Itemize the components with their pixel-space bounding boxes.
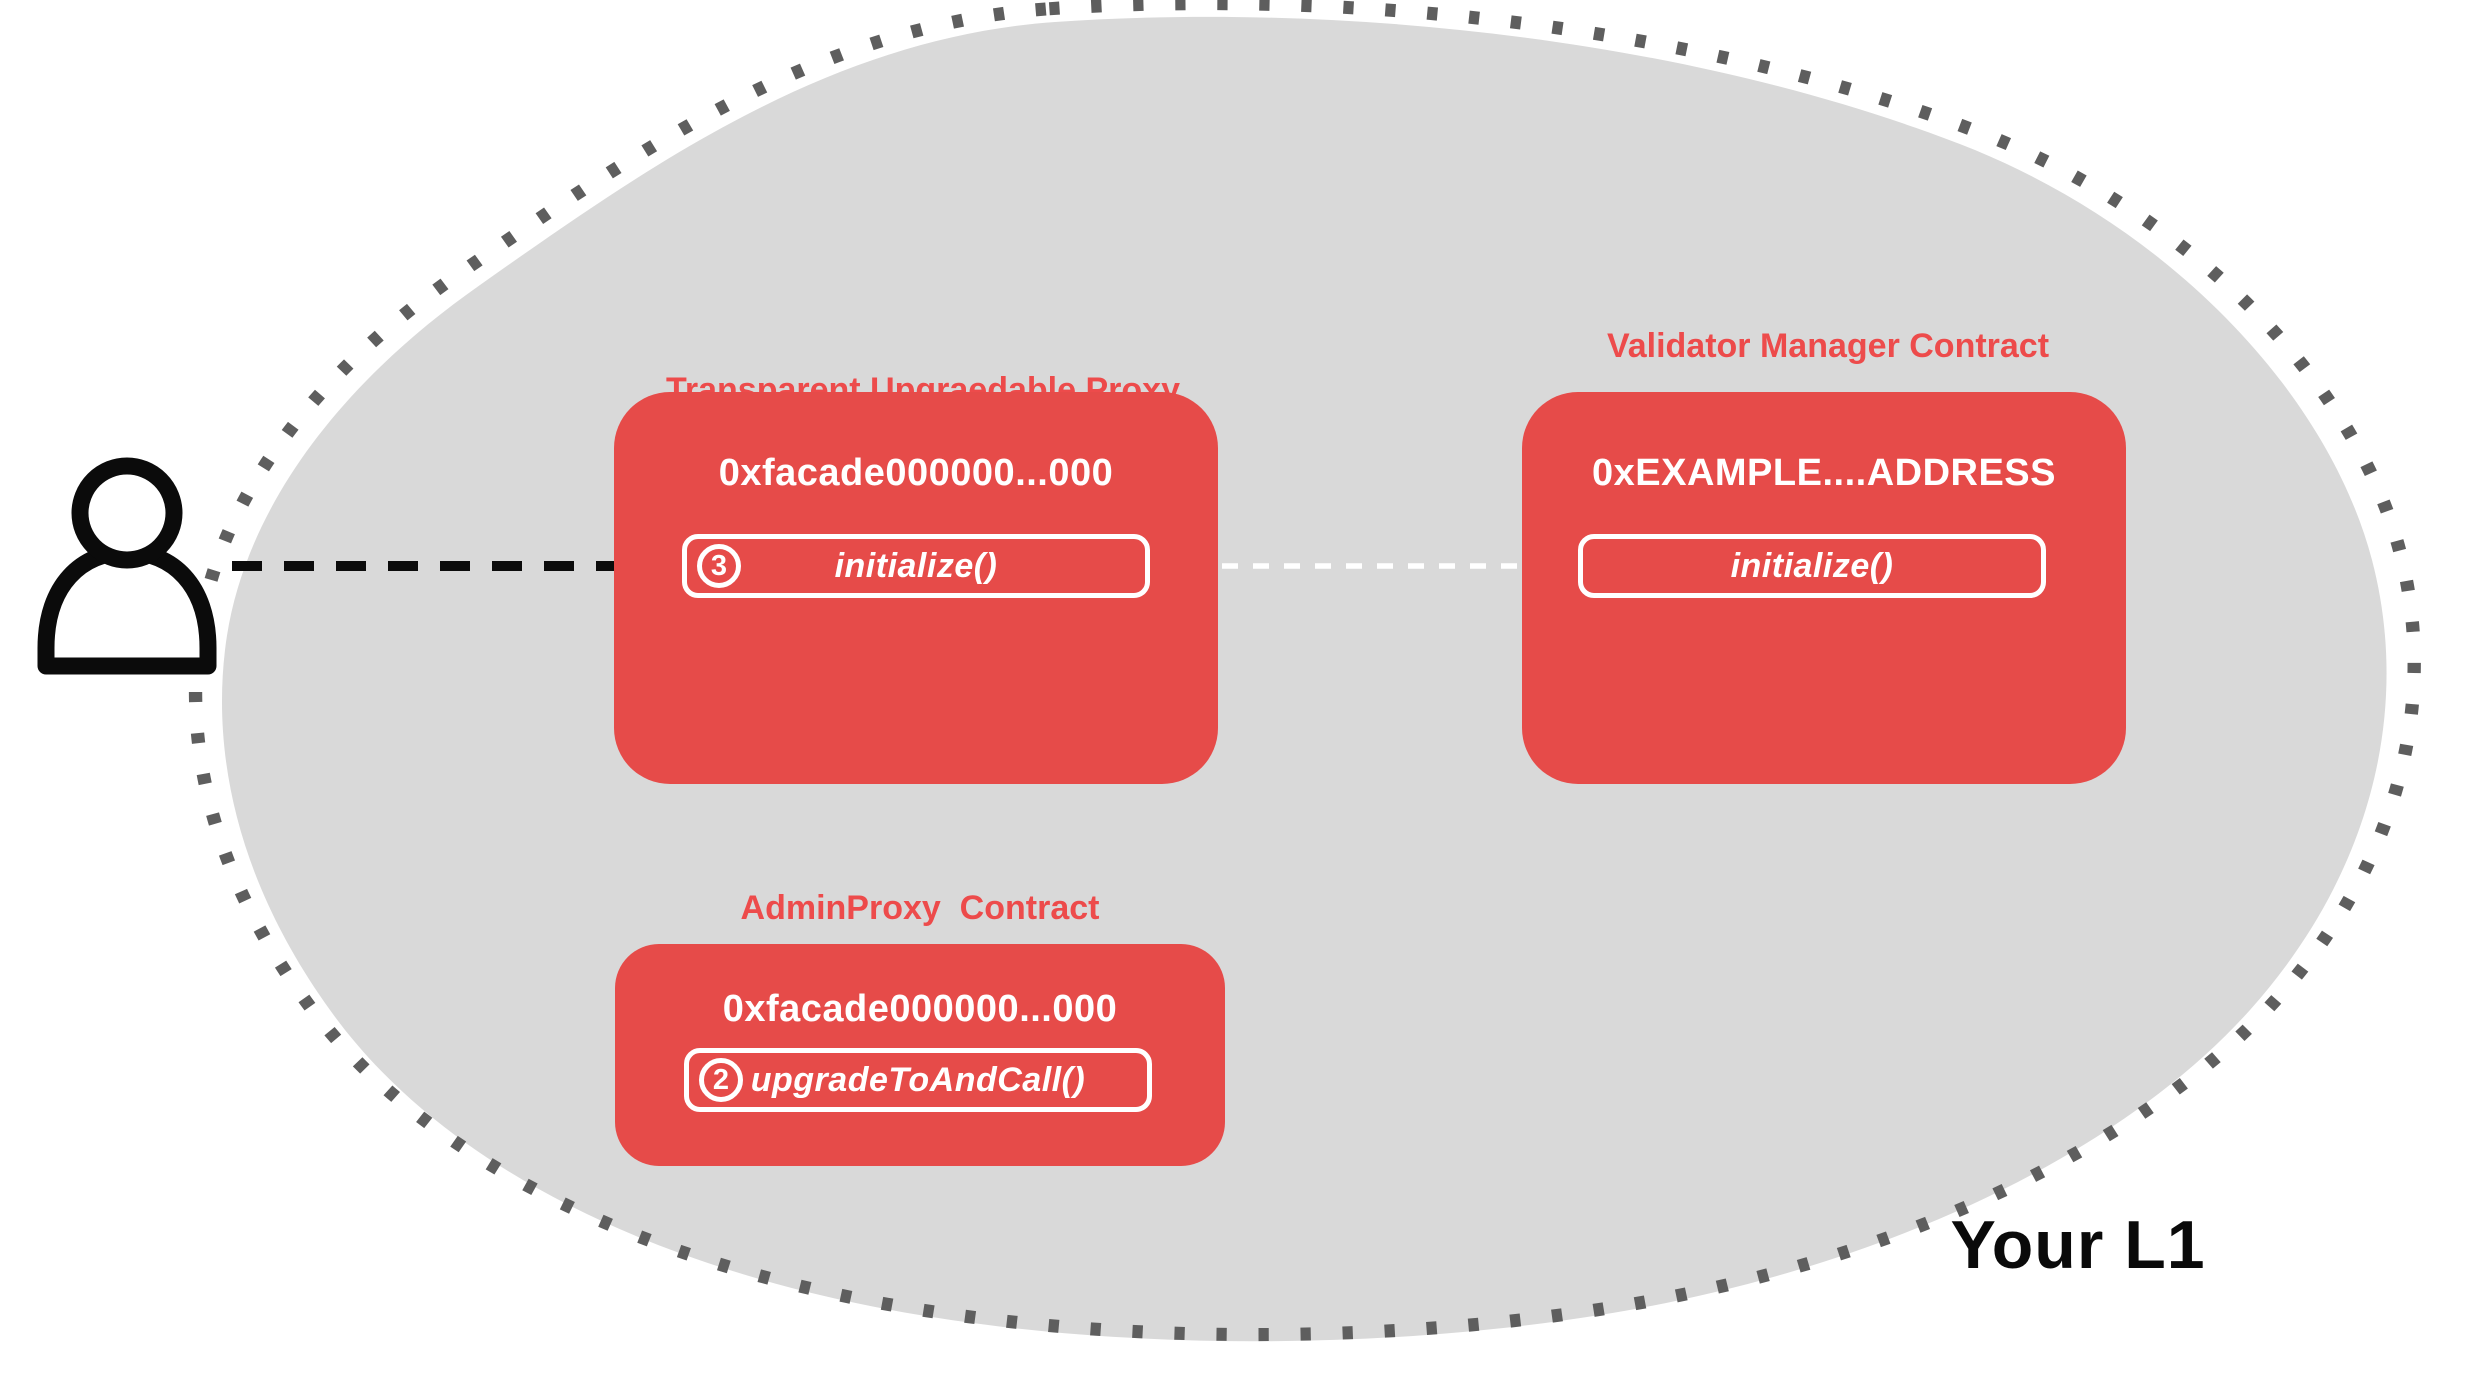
user-body-shape	[37, 543, 217, 675]
step-3-badge: 3	[697, 544, 741, 588]
user-icon	[37, 457, 217, 675]
admin-proxy-contract-box: 0xfacade000000...000 2 upgradeToAndCall(…	[615, 944, 1225, 1166]
l1-dotted-border	[188, 0, 2421, 1342]
admin-proxy-contract-address: 0xfacade000000...000	[722, 988, 1118, 1030]
validator-contract-title: Validator Manager Contract	[1606, 327, 2050, 365]
validator-initialize-label: initialize()	[1730, 546, 1894, 585]
validator-initialize-button: initialize()	[1578, 534, 2046, 598]
admin-proxy-contract-title: AdminProxy Contract	[740, 889, 1100, 927]
your-l1-label: Your L1	[1950, 1207, 2206, 1283]
proxy-contract-address: 0xfacade000000...000	[718, 452, 1114, 494]
proxy-initialize-label: initialize()	[834, 546, 998, 585]
proxy-initialize-button: 3 initialize()	[682, 534, 1150, 598]
proxy-contract-box: 0xfacade000000...000 3 initialize()	[614, 392, 1218, 784]
validator-contract-address: 0xEXAMPLE....ADDRESS	[1592, 452, 2056, 494]
validator-contract-box: 0xEXAMPLE....ADDRESS initialize()	[1522, 392, 2126, 784]
step-2-badge: 2	[699, 1058, 743, 1102]
user-head-shape	[71, 457, 183, 569]
upgrade-to-and-call-button: 2 upgradeToAndCall()	[684, 1048, 1152, 1112]
upgrade-to-and-call-label: upgradeToAndCall()	[750, 1060, 1086, 1099]
